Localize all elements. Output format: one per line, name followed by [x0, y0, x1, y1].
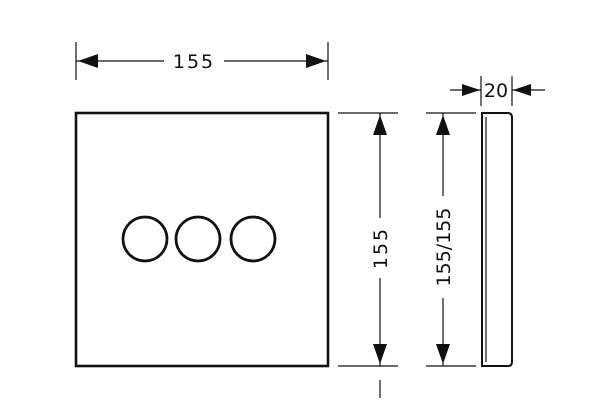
- side-height-label: 155/155: [433, 208, 455, 287]
- side-height-dimension: 155/155: [426, 112, 476, 367]
- side-plate-outline: [481, 112, 513, 367]
- height-arrow-bottom: [373, 344, 387, 364]
- depth-arrow-right: [513, 84, 531, 96]
- button-1: [121, 215, 169, 263]
- side-height-arrow-top: [436, 115, 450, 135]
- width-arrow-left: [78, 54, 98, 68]
- height-dimension: 155: [338, 112, 398, 398]
- depth-dimension: 20: [450, 76, 545, 106]
- front-plate-outline: [74, 111, 330, 368]
- side-view: [481, 112, 513, 367]
- front-view: [74, 111, 330, 368]
- side-height-arrow-bottom: [436, 344, 450, 364]
- button-3: [229, 215, 277, 263]
- width-label: 155: [173, 51, 215, 73]
- button-2: [174, 215, 222, 263]
- height-arrow-top: [373, 115, 387, 135]
- button-group: [121, 215, 277, 263]
- depth-arrow-left: [462, 84, 480, 96]
- width-dimension: 155: [75, 42, 329, 80]
- depth-label: 20: [484, 80, 508, 102]
- width-arrow-right: [306, 54, 326, 68]
- height-label: 155: [370, 227, 392, 269]
